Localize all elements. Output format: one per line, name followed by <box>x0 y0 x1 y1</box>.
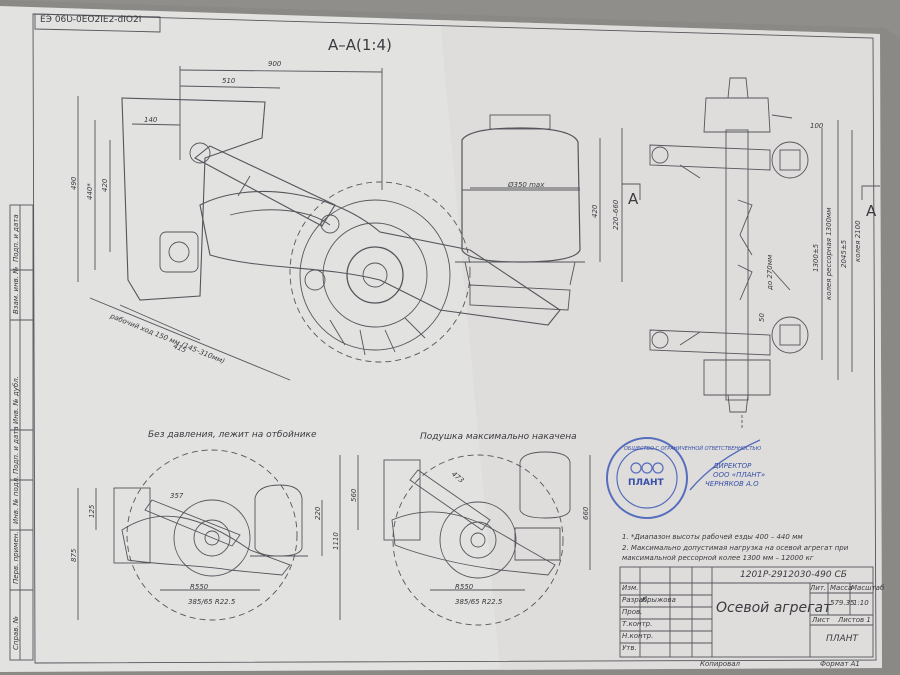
top-stamp-code: ЕЭ 06Ʋ-0ЕО2ІЕ2-dIO2І <box>40 15 142 25</box>
dim-660: 660 <box>582 506 590 520</box>
row-prov: Пров. <box>622 608 643 616</box>
top-stamp-box <box>34 13 161 33</box>
dim-510: 510 <box>222 77 236 85</box>
note-2: 2. Максимально допустимая нагрузка на ос… <box>622 544 849 562</box>
company: ПЛАНТ <box>826 634 858 644</box>
dim-tire-b: 385/65 R22.5 <box>455 598 503 606</box>
row-izm: Изм. <box>622 584 639 592</box>
strip-5: Инв. № подл. <box>12 475 20 524</box>
dim-wheel-track: колея 2100 <box>854 220 862 262</box>
row-tkontr: Т.контр. <box>622 620 653 628</box>
signature-line-3: ЧЕРНЯКОВ А.О <box>705 480 759 488</box>
section-label: A–A(1:4) <box>328 36 392 54</box>
row-utv: Утв. <box>622 644 637 652</box>
dim-440: 440* <box>86 183 94 200</box>
drawing-frame <box>32 13 877 664</box>
view-max-inflation <box>339 451 591 626</box>
top-view-axle <box>622 77 880 430</box>
dim-350: Ø350 max <box>508 181 545 189</box>
note-1: 1. *Диапазон высоты рабочей езды 400 – 4… <box>622 533 803 541</box>
dim-875: 875 <box>70 548 78 562</box>
strip-2: Взам. инв. № <box>12 266 20 314</box>
dim-900: 900 <box>268 60 282 68</box>
dim-220-660: 220–660 <box>612 199 620 230</box>
seal-ring-text: ОБЩЕСТВО С ОГРАНИЧЕННОЙ ОТВЕТСТВЕННОСТЬЮ <box>624 446 762 452</box>
dim-125: 125 <box>88 504 96 518</box>
strip-4: Подп. и дата <box>12 426 20 474</box>
company-seal <box>606 437 761 519</box>
dim-1300: 1300±5 <box>812 243 820 272</box>
dim-420b: 420 <box>591 204 599 218</box>
strip-7: Справ. № <box>12 615 20 650</box>
designation: 1201P-2912030-490 СБ <box>740 570 847 580</box>
dim-50: 50 <box>758 313 766 322</box>
strip-1: Подп. и дата <box>12 214 20 262</box>
view-no-pressure <box>77 449 323 621</box>
seal-center-text: ПЛАНТ <box>628 478 664 488</box>
column-scale: Масштаб <box>851 584 885 592</box>
format-label: Формат А1 <box>820 660 860 668</box>
title-block <box>619 566 874 658</box>
column-mass: Масса <box>830 584 853 592</box>
dim-100: 100 <box>810 122 824 130</box>
dim-420: 420 <box>101 178 109 192</box>
dim-357: 357 <box>170 492 184 500</box>
mass: 579.35 <box>830 599 855 607</box>
section-marker-right: A <box>866 202 877 220</box>
signature-line-2: ООО «ПЛАНТ» <box>713 471 766 479</box>
section-view-a-a <box>77 66 623 381</box>
dim-tire-a: 385/65 R22.5 <box>188 598 236 606</box>
section-marker-left: A <box>628 190 639 208</box>
dim-220: 220 <box>314 506 322 520</box>
row-razrab: Разраб. <box>622 596 650 604</box>
dim-2045: 2045±5 <box>840 239 848 268</box>
caption-max-inflation: Подушка максимально накачена <box>420 432 577 442</box>
dim-490: 490 <box>70 176 78 190</box>
copied-label: Копировал <box>700 660 740 668</box>
dim-560: 560 <box>350 488 358 502</box>
dim-r550-a: R550 <box>190 583 209 591</box>
signer: Крыжова <box>642 596 676 604</box>
dim-1110: 1110 <box>332 532 340 550</box>
scale: 1:10 <box>853 599 869 607</box>
column-lit: Лит. <box>810 584 827 592</box>
drawing-title: Осевой агрегат <box>716 600 832 616</box>
dim-track: колея рессорная 1300мм <box>825 207 833 300</box>
row-nkontr: Н.контр. <box>622 632 654 640</box>
left-strip <box>9 204 34 661</box>
dim-140: 140 <box>144 116 158 124</box>
dim-r550-b: R550 <box>455 583 474 591</box>
dim-270: до 270мм <box>766 254 774 290</box>
paper-shade <box>440 20 882 670</box>
sheet-label: Лист <box>812 616 830 624</box>
signature-line-1: ДИРЕКТОР <box>713 462 752 470</box>
caption-no-pressure: Без давления, лежит на отбойнике <box>148 430 317 440</box>
strip-6: Перв. примен. <box>12 531 20 584</box>
strip-3: Инв. № дубл. <box>12 376 20 424</box>
sheets-label: Листов 1 <box>838 616 871 624</box>
